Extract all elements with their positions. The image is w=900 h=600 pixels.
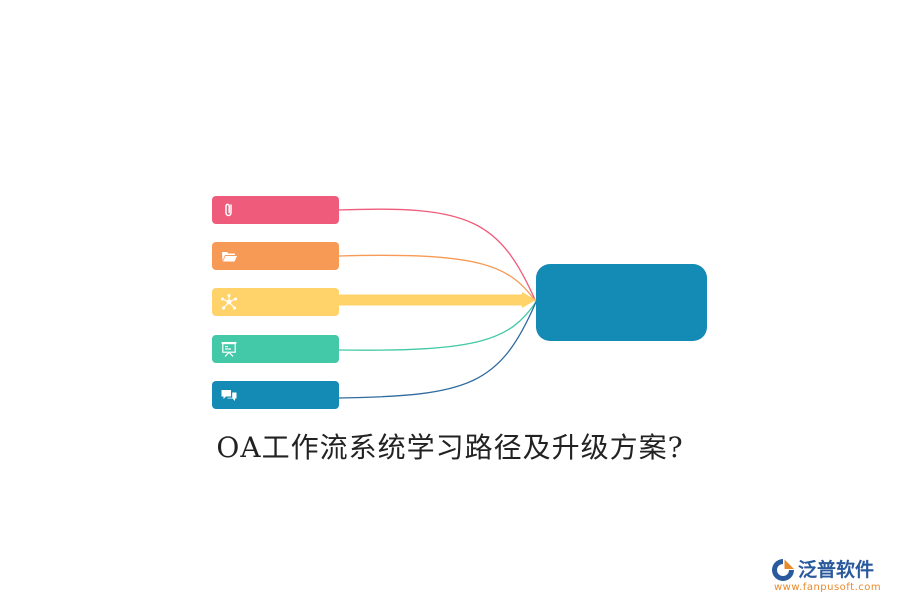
connector-line-2 bbox=[338, 254, 537, 303]
branch-item-1 bbox=[212, 196, 339, 224]
connector-line-1 bbox=[338, 208, 537, 303]
diagram-title: OA工作流系统学习路径及升级方案? bbox=[216, 431, 684, 464]
chat-icon bbox=[221, 390, 237, 401]
connector-arrowhead-3 bbox=[522, 292, 536, 308]
watermark-url: www.fanpusoft.com bbox=[774, 582, 882, 593]
network-icon bbox=[221, 294, 237, 310]
watermark-brand: 泛普软件 bbox=[798, 559, 875, 581]
branch-item-5 bbox=[212, 381, 339, 409]
central-topic-node bbox=[536, 264, 707, 341]
brand-logo-icon bbox=[772, 559, 794, 581]
connector-line-5 bbox=[338, 301, 537, 399]
presentation-icon bbox=[221, 342, 237, 357]
branch-item-2 bbox=[212, 242, 339, 270]
paperclip-icon bbox=[225, 203, 232, 217]
branch-item-3 bbox=[212, 288, 339, 316]
connector-line-4 bbox=[338, 301, 537, 351]
branch-item-4 bbox=[212, 335, 339, 363]
folder-icon bbox=[222, 252, 237, 262]
watermark-logo: 泛普软件 www.fanpusoft.com bbox=[770, 553, 894, 597]
